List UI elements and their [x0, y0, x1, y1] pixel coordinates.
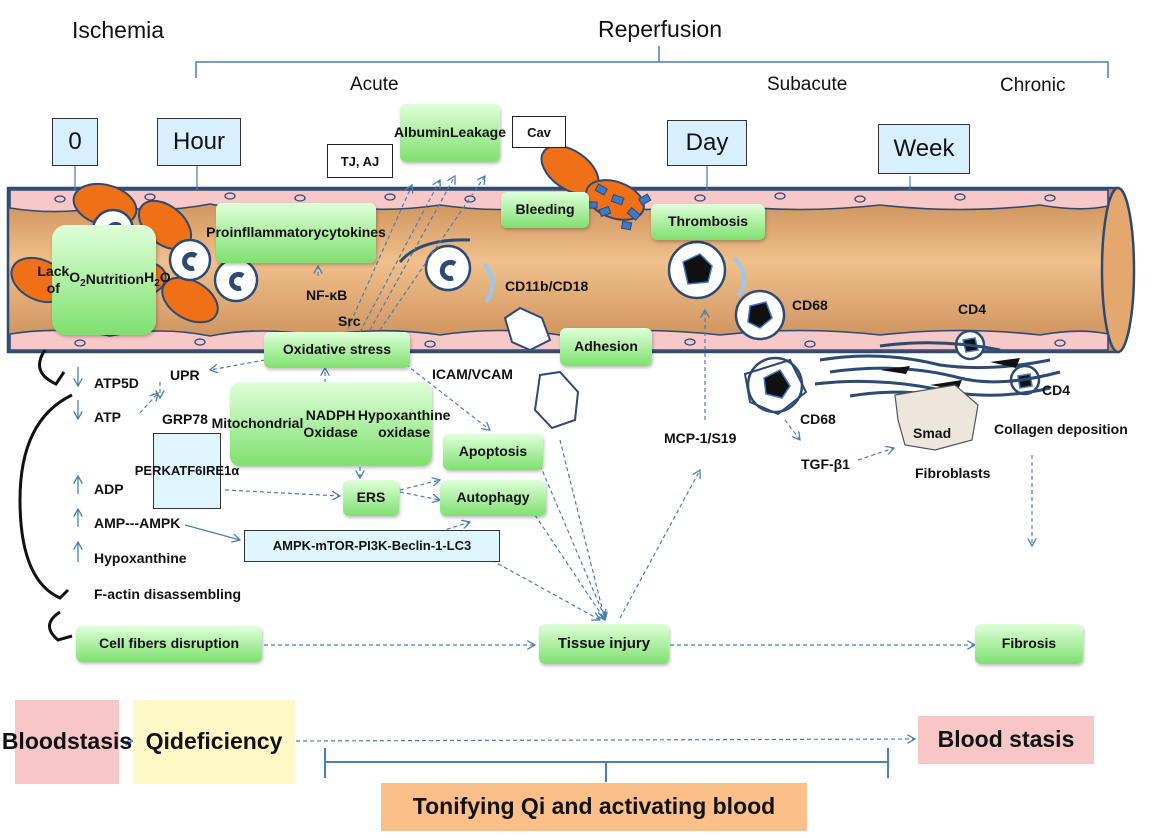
tonifying-qi-box: Tonifying Qi and activating blood [381, 783, 807, 831]
grp78-label: GRP78 [162, 411, 208, 427]
hypoxanthine-label: Hypoxanthine [94, 550, 187, 566]
cd68-label-upper: CD68 [792, 297, 828, 313]
atp5d-label: ATP5D [94, 375, 139, 391]
qi-line1: Qi [145, 728, 170, 755]
timepoint-day: Day [667, 120, 747, 166]
apoptosis-box: Apoptosis [443, 434, 543, 470]
ampk-pathway-box: AMPK-mTOR-PI3K-Beclin-1-LC3 [244, 530, 500, 562]
qi-line2: deficiency [169, 728, 283, 755]
lack-nutrition: Nutrition [85, 271, 145, 288]
lack-h2o-sub: 2 [154, 278, 160, 290]
tcm-span-bar [324, 748, 889, 782]
lack-h2o-h: H [144, 269, 155, 286]
oxidative-stress-box: Oxidative stress [264, 332, 410, 368]
lack-o2: O2 [69, 269, 85, 290]
albumin-leakage-box: Albumin Leakage [394, 104, 506, 162]
bleeding-box: Bleeding [501, 192, 589, 228]
blood-stasis-box-left: Blood stasis [2, 700, 132, 784]
atp-label: ATP [94, 409, 121, 425]
smad-label: Smad [913, 425, 952, 441]
caveolin-box: Cav [512, 116, 566, 148]
cd4-label-upper: CD4 [958, 301, 987, 317]
ire1a-label: IRE1α [202, 462, 240, 478]
lack-h2o-o: O [159, 269, 171, 286]
timepoint-week: Week [878, 124, 970, 174]
adp-label: ADP [94, 481, 124, 497]
fibrosis-box: Fibrosis [975, 624, 1083, 664]
cytokines-line2: cytokines [321, 224, 386, 241]
acute-label: Acute [350, 74, 399, 95]
fibroblasts-label: Fibroblasts [915, 465, 991, 481]
adhesion-box: Adhesion [560, 328, 652, 366]
mito-line3: Hypoxanthine oxidase [357, 406, 451, 441]
atf6-label: ATF6 [170, 462, 203, 478]
atp-arrows [78, 367, 240, 562]
tight-junction-box: TJ, AJ [327, 144, 393, 178]
amp-ampk-label: AMP---AMPK [94, 515, 181, 531]
ros-sources-box: Mitochondrial NADPH Oxidase Hypoxanthine… [212, 382, 450, 466]
ischemia-label: Ischemia [72, 17, 165, 43]
fibroblast-shape [894, 384, 979, 451]
timepoint-hour: Hour [157, 118, 241, 166]
qi-deficiency-box: Qi deficiency [133, 700, 295, 784]
cd68-label-lower: CD68 [800, 411, 836, 427]
mito-line2: NADPH Oxidase [303, 406, 358, 441]
platelet-cluster [587, 183, 652, 231]
blood-stasis-box-right: Blood stasis [918, 716, 1094, 764]
cytokines-line1: Proinfllammatory [206, 224, 322, 241]
perk-label: PERK [134, 462, 171, 478]
albumin-line1: Albumin [393, 124, 450, 141]
curved-arrows [18, 349, 73, 642]
lack-line1: Lack of [37, 262, 70, 297]
reperfusion-bracket [195, 46, 1109, 78]
lack-o2-sub: 2 [80, 278, 86, 290]
tissue-injury-box: Tissue injury [539, 624, 669, 664]
upr-label: UPR [170, 367, 200, 383]
albumin-line2: Leakage [449, 124, 507, 141]
tgf-label: TGF-β1 [801, 456, 850, 472]
chronic-label: Chronic [1000, 75, 1066, 96]
cd11b-label: CD11b/CD18 [505, 278, 589, 294]
mcp1-label: MCP-1/S19 [664, 430, 737, 446]
lack-of-o2-box: Lack of O2 Nutrition H2O [37, 225, 171, 335]
er-sensors-box: PERK ATF6 IRE1α [135, 433, 239, 509]
thrombosis-box: Thrombosis [651, 204, 765, 240]
cd4-label-lower: CD4 [1042, 382, 1071, 398]
autophagy-box: Autophagy [440, 480, 546, 516]
src-label: Src [338, 313, 361, 329]
collagen-deposition-label: Collagen deposition [994, 421, 1128, 437]
proinflammatory-cytokines-box: Proinfllammatory cytokines [206, 203, 386, 263]
lack-h2o: H2O [144, 269, 171, 290]
ers-box: ERS [343, 480, 399, 516]
subacute-label: Subacute [767, 74, 848, 95]
reperfusion-label: Reperfusion [598, 16, 723, 42]
lack-o2-o: O [69, 269, 81, 286]
timepoint-ticks [74, 164, 911, 190]
timepoint-zero: 0 [52, 118, 98, 166]
factin-label: F-actin disassembling [94, 586, 242, 602]
nfkb-label: NF-κB [306, 287, 348, 303]
mito-line1: Mitochondrial [211, 415, 304, 432]
blood-stasis-left-line1: Blood [1, 728, 67, 755]
icam-vcam-label: ICAM/VCAM [432, 366, 513, 382]
cell-fibers-disruption-box: Cell fibers disruption [76, 626, 262, 662]
blood-stasis-left-line2: stasis [66, 728, 133, 755]
